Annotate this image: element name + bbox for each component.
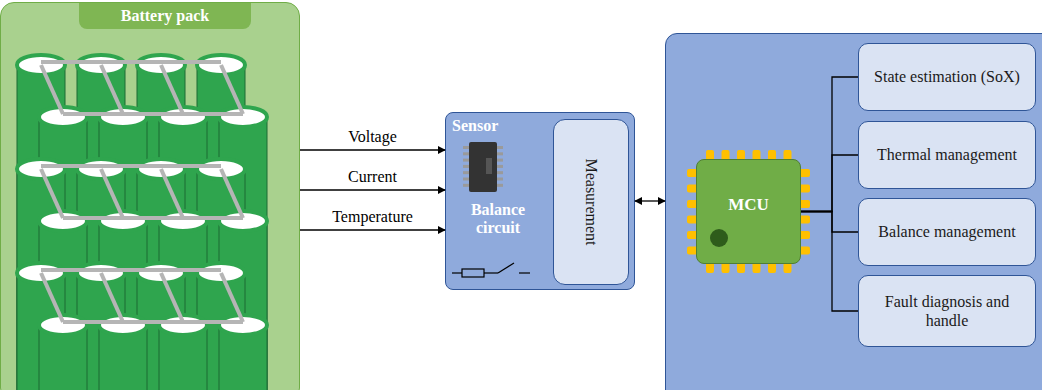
nickel-strip xyxy=(161,169,183,218)
chip-pin xyxy=(496,152,503,155)
wire xyxy=(484,272,498,273)
box-label: Balance management xyxy=(878,222,1015,241)
part-label: Sensor xyxy=(452,117,498,135)
nickel-strip xyxy=(101,268,161,272)
chip-pin xyxy=(496,165,503,168)
signal-label: Temperature xyxy=(330,208,415,226)
sensor-chip xyxy=(469,142,497,192)
nickel-strip xyxy=(41,268,101,272)
tree-line xyxy=(801,212,858,233)
chip-pin xyxy=(463,171,470,174)
nickel-strip xyxy=(123,216,183,220)
nickel-strip xyxy=(161,164,221,168)
nickel-strip xyxy=(63,112,123,116)
nickel-strip xyxy=(101,65,123,114)
controller-panel: MCU State estimation (SoX) Thermal managem… xyxy=(665,33,1042,390)
nickel-strip xyxy=(123,320,183,324)
resistor-symbol xyxy=(462,269,484,277)
signal-label: Voltage xyxy=(346,128,399,146)
box-label: Thermal management xyxy=(877,145,1017,164)
nickel-strip xyxy=(101,273,123,322)
nickel-strip xyxy=(183,216,243,220)
nickel-strip xyxy=(161,273,183,322)
chip-pin xyxy=(496,171,503,174)
chip-pin xyxy=(463,146,470,149)
mcu-chip: MCU xyxy=(696,159,801,264)
chip-pin xyxy=(463,152,470,155)
signal-arrow xyxy=(300,229,445,230)
box-label: State estimation (SoX) xyxy=(874,67,1020,86)
measurement-box: Measurement xyxy=(553,119,629,285)
nickel-strip xyxy=(221,169,243,218)
signal-label: Current xyxy=(346,168,399,186)
signal-arrow xyxy=(300,189,445,190)
nickel-strip xyxy=(41,273,63,322)
nickel-strip xyxy=(183,112,243,116)
tree-line xyxy=(801,77,858,212)
nickel-strip xyxy=(123,112,183,116)
nickel-strip xyxy=(221,65,243,114)
battery-pack-panel: Battery pack xyxy=(0,2,300,390)
signal-arrow xyxy=(635,200,665,201)
function-box: Thermal management xyxy=(858,121,1036,189)
part-label: Balance circuit xyxy=(448,201,548,238)
nickel-strip xyxy=(41,164,101,168)
nickel-strip xyxy=(101,60,161,64)
sensor-box: Measurement SensorBalance circuit xyxy=(445,112,635,290)
box-label: Measurement xyxy=(582,158,600,245)
battery-cells xyxy=(1,3,301,390)
nickel-strip xyxy=(221,273,243,322)
nickel-strip xyxy=(101,169,123,218)
tree-line xyxy=(801,212,858,312)
chip-mark xyxy=(486,158,492,174)
chip-pin xyxy=(463,184,470,187)
nickel-strip xyxy=(161,65,183,114)
nickel-strip xyxy=(41,60,101,64)
function-box: Fault diagnosis and handle xyxy=(858,275,1036,347)
nickel-strip xyxy=(63,320,123,324)
signal-arrow xyxy=(300,149,445,150)
tree-line xyxy=(801,155,858,212)
nickel-strip xyxy=(183,320,243,324)
switch-symbol xyxy=(498,263,514,273)
function-box: State estimation (SoX) xyxy=(858,43,1036,111)
nickel-strip xyxy=(41,169,63,218)
box-label: Fault diagnosis and handle xyxy=(865,292,1029,330)
chip-pin xyxy=(463,165,470,168)
wire xyxy=(452,272,462,273)
chip-pin xyxy=(463,178,470,181)
chip-pin xyxy=(496,159,503,162)
chip-pin xyxy=(463,159,470,162)
chip-pin xyxy=(496,146,503,149)
panel-title: Battery pack xyxy=(79,3,251,29)
function-box: Balance management xyxy=(858,198,1036,266)
wire xyxy=(519,272,530,273)
chip-dot xyxy=(710,229,728,247)
nickel-strip xyxy=(101,164,161,168)
chip-pin xyxy=(496,184,503,187)
nickel-strip xyxy=(161,268,221,272)
chip-label: MCU xyxy=(728,195,769,215)
nickel-strip xyxy=(63,216,123,220)
nickel-strip xyxy=(161,60,221,64)
chip-pin xyxy=(496,178,503,181)
nickel-strip xyxy=(41,65,63,114)
